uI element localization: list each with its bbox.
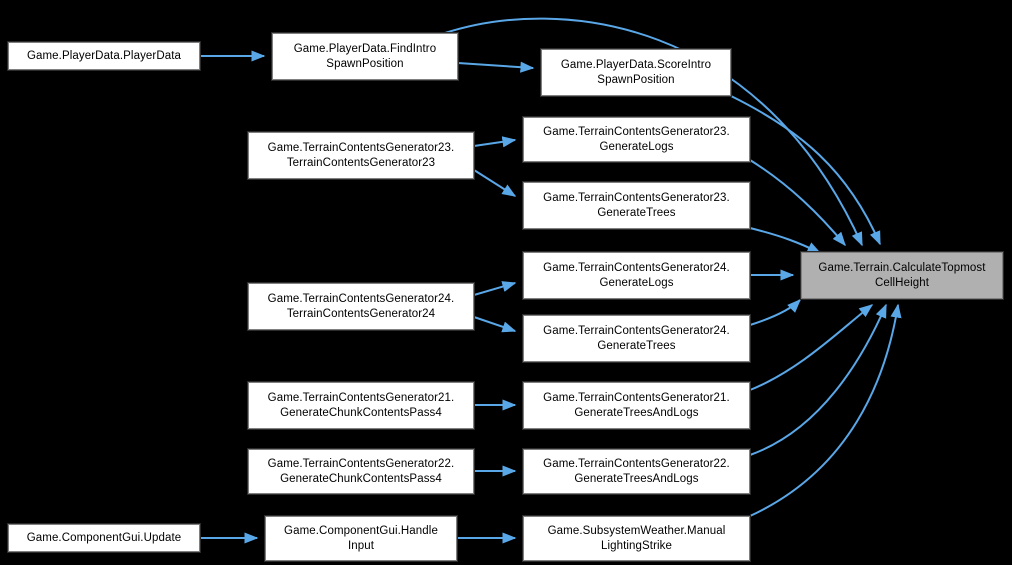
graph-node[interactable]: Game.TerrainContentsGenerator22. Generat…	[247, 448, 475, 495]
edge-n12-to-n16	[749, 303, 887, 456]
edge-n4-to-n16	[749, 159, 846, 247]
graph-node[interactable]: Game.SubsystemWeather.Manual LightingStr…	[522, 515, 751, 562]
graph-node-label: Game.TerrainContentsGenerator23. Terrain…	[267, 141, 455, 169]
graph-node-label: Game.SubsystemWeather.Manual LightingStr…	[547, 524, 726, 552]
edge-n6-to-n8	[473, 316, 517, 333]
edge-n8-to-n16	[749, 299, 801, 326]
graph-node[interactable]: Game.TerrainContentsGenerator24. Generat…	[522, 251, 751, 300]
edge-n1-to-n16	[444, 17, 863, 247]
graph-node[interactable]: Game.PlayerData.ScoreIntro SpawnPosition	[540, 48, 732, 97]
graph-node[interactable]: Game.TerrainContentsGenerator24. Terrain…	[247, 282, 475, 331]
edge-n10-to-n16	[749, 304, 874, 391]
edge-n5-to-n16	[749, 227, 822, 254]
graph-node[interactable]: Game.TerrainContentsGenerator21. Generat…	[522, 381, 751, 430]
graph-node[interactable]: Game.TerrainContentsGenerator23. Terrain…	[247, 131, 475, 180]
graph-node-label: Game.ComponentGui.Handle Input	[284, 524, 438, 552]
graph-node[interactable]: Game.TerrainContentsGenerator22. Generat…	[522, 448, 751, 495]
edge-n6-to-n7	[473, 281, 517, 296]
graph-node-label: Game.TerrainContentsGenerator22. Generat…	[543, 457, 730, 485]
edge-n3-to-n5	[473, 169, 517, 197]
graph-node-label: Game.TerrainContentsGenerator21. Generat…	[543, 391, 730, 419]
graph-node-label: Game.TerrainContentsGenerator24. Generat…	[543, 261, 730, 289]
graph-node[interactable]: Game.ComponentGui.Handle Input	[264, 515, 458, 562]
graph-node-label: Game.PlayerData.FindIntro SpawnPosition	[293, 42, 437, 70]
edge-n15-to-n16	[749, 303, 902, 517]
graph-node[interactable]: Game.TerrainContentsGenerator21. Generat…	[247, 381, 475, 430]
graph-node[interactable]: Game.Terrain.CalculateTopmost CellHeight	[800, 251, 1004, 300]
graph-node[interactable]: Game.ComponentGui.Update	[7, 523, 201, 553]
graph-node[interactable]: Game.TerrainContentsGenerator23. Generat…	[522, 181, 751, 230]
graph-node[interactable]: Game.TerrainContentsGenerator24. Generat…	[522, 314, 751, 363]
graph-node-label: Game.ComponentGui.Update	[26, 531, 182, 544]
edge-n2-to-n16	[730, 95, 881, 246]
graph-node-label: Game.TerrainContentsGenerator23. Generat…	[543, 125, 730, 153]
edge-n1-to-n2	[457, 61, 535, 73]
graph-node-label: Game.TerrainContentsGenerator21. Generat…	[267, 391, 455, 419]
graph-node-label: Game.PlayerData.ScoreIntro SpawnPosition	[560, 58, 712, 86]
graph-node-label: Game.TerrainContentsGenerator24. Generat…	[543, 324, 730, 352]
graph-node-label: Game.TerrainContentsGenerator24. Terrain…	[267, 292, 455, 320]
edge-n3-to-n4	[473, 136, 517, 148]
graph-node[interactable]: Game.PlayerData.FindIntro SpawnPosition	[271, 32, 459, 81]
graph-node-label: Game.TerrainContentsGenerator23. Generat…	[543, 191, 730, 219]
graph-node[interactable]: Game.PlayerData.PlayerData	[7, 41, 201, 71]
graph-node-label: Game.Terrain.CalculateTopmost CellHeight	[818, 261, 986, 289]
graph-node[interactable]: Game.TerrainContentsGenerator23. Generat…	[522, 116, 751, 163]
graph-node-label: Game.TerrainContentsGenerator22. Generat…	[267, 457, 455, 485]
graph-node-label: Game.PlayerData.PlayerData	[26, 49, 182, 62]
